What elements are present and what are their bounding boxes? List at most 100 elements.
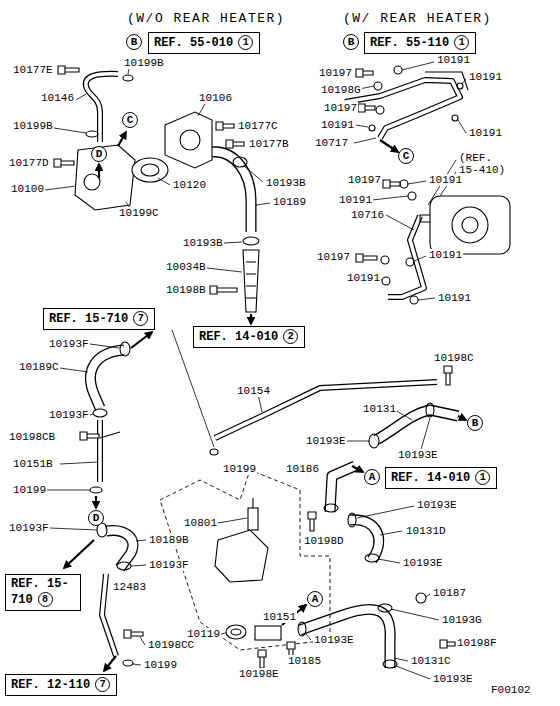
leader-line xyxy=(90,344,119,348)
washer xyxy=(452,115,458,121)
washer xyxy=(410,296,418,304)
leader-line xyxy=(131,565,146,566)
leader-line xyxy=(462,79,466,84)
connector-letter: D xyxy=(91,146,107,162)
callout-number: 10198E xyxy=(238,668,280,680)
leader-line xyxy=(458,120,466,133)
callout-number: 10187 xyxy=(432,587,467,599)
washer xyxy=(400,180,408,188)
hose xyxy=(388,216,424,297)
reference-text: B xyxy=(131,37,138,48)
reference-text: B xyxy=(472,418,479,429)
callout-number: 10199 xyxy=(143,659,178,671)
part-outline xyxy=(165,112,212,168)
leader-line xyxy=(218,518,247,523)
callout-number: 10131D xyxy=(405,525,447,537)
box-heading: (W/O REAR HEATER) xyxy=(127,11,285,26)
part-outline xyxy=(248,508,258,530)
callout-number: 10197 xyxy=(318,67,353,79)
circled-number: 8 xyxy=(38,592,53,607)
bolt xyxy=(80,432,99,440)
hose xyxy=(345,80,460,138)
hose xyxy=(212,152,251,232)
reference-text: REF. 55-010 xyxy=(154,36,233,50)
bolt xyxy=(356,69,373,77)
washer xyxy=(382,277,390,285)
leader-line xyxy=(256,203,270,205)
part-outline xyxy=(416,593,426,603)
reference-box: REF. 15-7108 xyxy=(5,574,81,611)
circled-number: 2 xyxy=(283,329,298,344)
callout-number: 10198CB xyxy=(8,431,56,443)
leader-line xyxy=(408,181,426,184)
callout-number: 10177B xyxy=(248,138,290,150)
callout-number: 10100 xyxy=(10,183,45,195)
hose xyxy=(97,420,103,482)
washer xyxy=(394,66,402,74)
hose-clamp xyxy=(378,604,392,612)
hose-clamp xyxy=(120,342,130,356)
callout-number: 10154 xyxy=(236,385,271,397)
circled-number: 7 xyxy=(95,677,110,692)
callout-number: 10199C xyxy=(118,207,160,219)
reference-text: REF. 15-710 xyxy=(11,577,69,607)
leader-line xyxy=(354,138,376,143)
part-outline xyxy=(141,164,159,176)
hose xyxy=(215,382,437,438)
part-outline xyxy=(226,625,246,639)
callout-number: 10198B xyxy=(165,284,207,296)
circled-number: 1 xyxy=(454,35,469,50)
callout-number: 10197 xyxy=(347,174,382,186)
washer xyxy=(86,131,98,137)
leader-line xyxy=(380,531,402,535)
leader-line xyxy=(414,256,426,261)
connector-letter: D xyxy=(88,510,104,526)
leader-line xyxy=(47,490,90,491)
reference-box: (W/O REAR HEATER)REF. 55-0101 xyxy=(148,32,260,54)
leader-line xyxy=(420,418,430,453)
callout-number: 10197 xyxy=(316,251,351,263)
reference-box: REF. 14-010 2 xyxy=(193,326,305,348)
hose xyxy=(86,74,460,668)
callout-number: 10191 xyxy=(437,292,472,304)
callout-number: 10193E xyxy=(416,499,458,511)
callout-number: 10199B xyxy=(123,57,165,69)
hose-clamp xyxy=(369,434,379,448)
box-heading: (W/ REAR HEATER) xyxy=(343,11,492,26)
bolt xyxy=(358,104,375,112)
callout-number: 10186 xyxy=(285,463,320,475)
connector-letter: B xyxy=(467,415,483,431)
arrow xyxy=(118,132,126,146)
callout-number: 10177C xyxy=(237,120,279,132)
hose-clamp xyxy=(233,157,247,167)
hose xyxy=(330,466,355,512)
callout-number: 10185 xyxy=(287,655,322,667)
leader-line xyxy=(426,594,430,597)
reference-box: REF. 12-1107 xyxy=(5,674,117,696)
circled-number: 1 xyxy=(238,35,253,50)
part-outline xyxy=(215,530,268,582)
callout-number: 10191 xyxy=(428,249,463,261)
callout-number: 10191 xyxy=(468,127,503,139)
callout-number: 10189 xyxy=(272,196,307,208)
part-outline xyxy=(84,174,100,190)
leader-line xyxy=(418,298,435,300)
leader-line xyxy=(378,559,400,563)
leader-line xyxy=(90,414,93,415)
reference-text: C xyxy=(403,151,410,162)
leader-line xyxy=(60,368,88,372)
callout-number: 10146 xyxy=(40,92,75,104)
callout-number: 10193E xyxy=(397,449,439,461)
arrow xyxy=(458,416,466,420)
hose-clamp xyxy=(383,660,397,668)
leader-line xyxy=(198,104,205,116)
callout-number: 12483 xyxy=(112,581,147,593)
callout-number: 10177E xyxy=(12,64,54,76)
reference-text: REF. 14-010 xyxy=(199,330,278,344)
arrow xyxy=(104,656,116,671)
callout-number: 10191 xyxy=(468,71,503,83)
bolt xyxy=(58,66,79,74)
leader-line xyxy=(60,462,98,464)
callout-number: 10034B xyxy=(165,261,207,273)
part-outline xyxy=(452,207,488,243)
